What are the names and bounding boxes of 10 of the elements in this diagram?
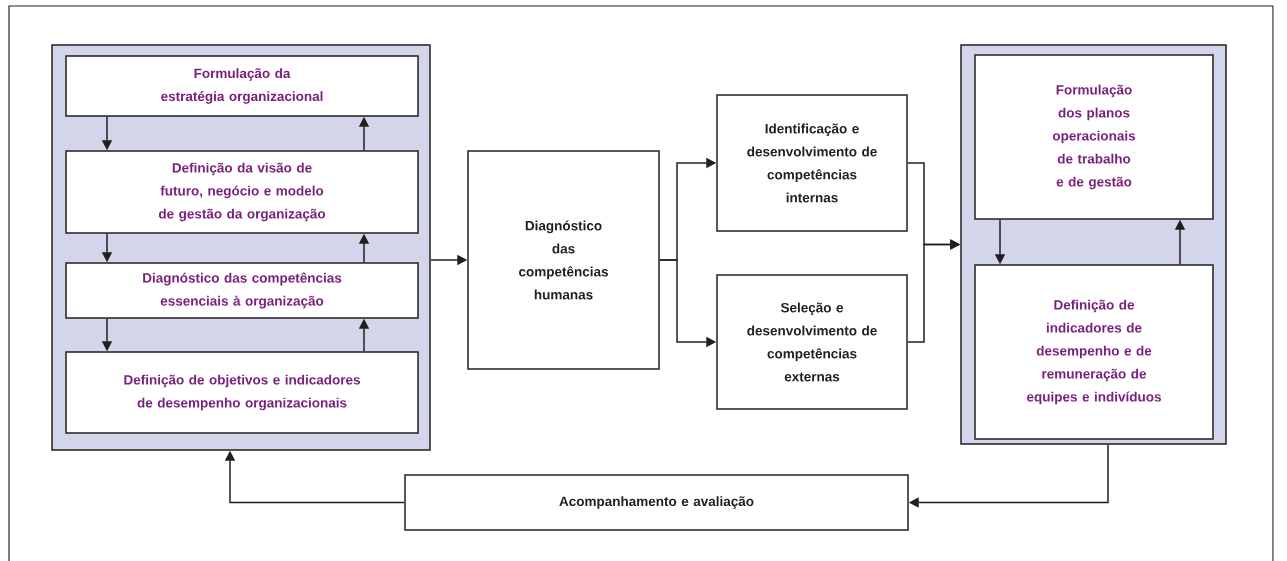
process-box: Formulação dos planos operacionais de trabalho e de gestão: [974, 54, 1214, 220]
process-box: Formulação da estratégia organizacional: [65, 55, 419, 117]
process-box: Definição de indicadores de desempenho e de remuneração de equipes e indivíduos: [974, 264, 1214, 440]
process-box: Diagnóstico das competências essenciais à organização: [65, 262, 419, 319]
process-box: Identificação e desenvolvimento de competências internas: [716, 94, 908, 232]
process-box: Definição de objetivos e indicadores de desempenho organizacionais: [65, 351, 419, 434]
process-box: Seleção e desenvolvimento de competências externas: [716, 274, 908, 410]
process-box: Definição da visão de futuro, negócio e modelo de gestão da organização: [65, 150, 419, 234]
process-box: Acompanhamento e avaliação: [404, 474, 909, 531]
process-box: Diagnóstico das competências humanas: [467, 150, 660, 370]
